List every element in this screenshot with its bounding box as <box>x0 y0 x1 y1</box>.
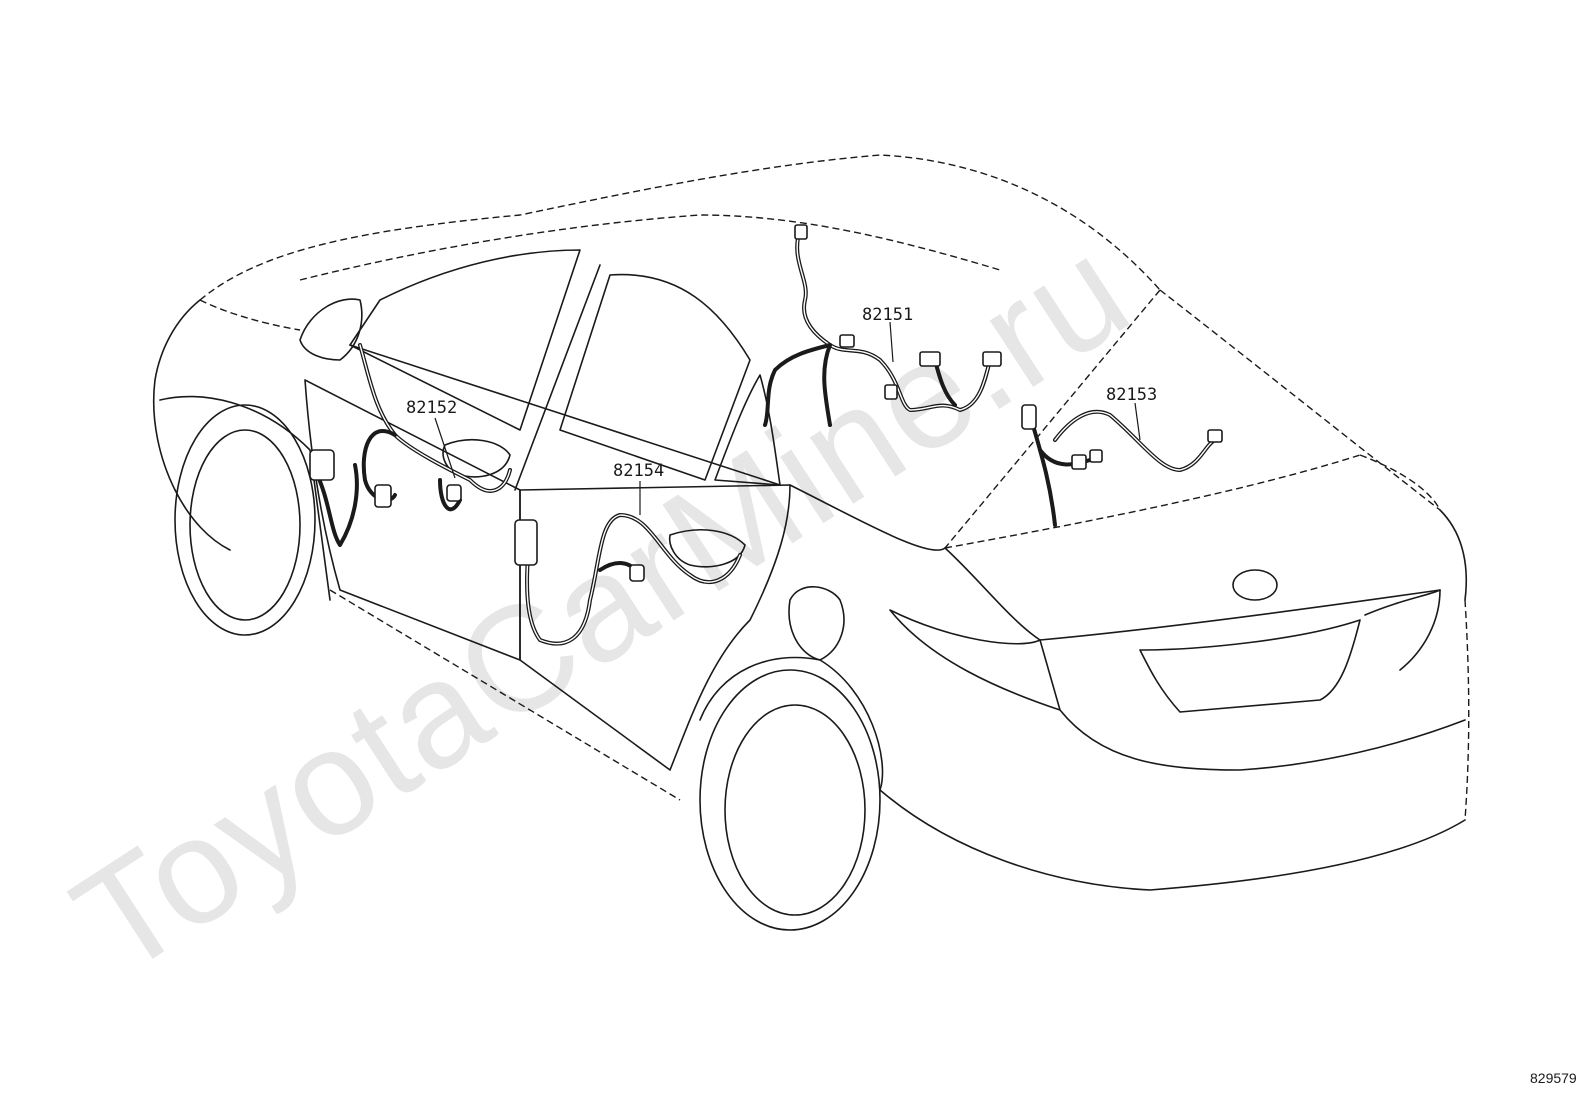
harness-82153 <box>1021 404 1223 527</box>
harness-82151 <box>763 224 1002 427</box>
harness-82154 <box>514 513 742 646</box>
leader-82153 <box>1134 402 1141 441</box>
leader-82151 <box>889 321 894 363</box>
callout-82151: 82151 <box>862 305 913 325</box>
leader-82152 <box>434 417 456 479</box>
watermark-text: ToyotaCarMine.ru <box>46 204 1157 1007</box>
callout-82153: 82153 <box>1106 385 1157 405</box>
car-body <box>152 154 1470 931</box>
harness-82152 <box>309 343 512 547</box>
figure-number: 829579 <box>1530 1070 1577 1086</box>
callout-82152: 82152 <box>406 398 457 418</box>
callout-82154: 82154 <box>613 461 664 481</box>
